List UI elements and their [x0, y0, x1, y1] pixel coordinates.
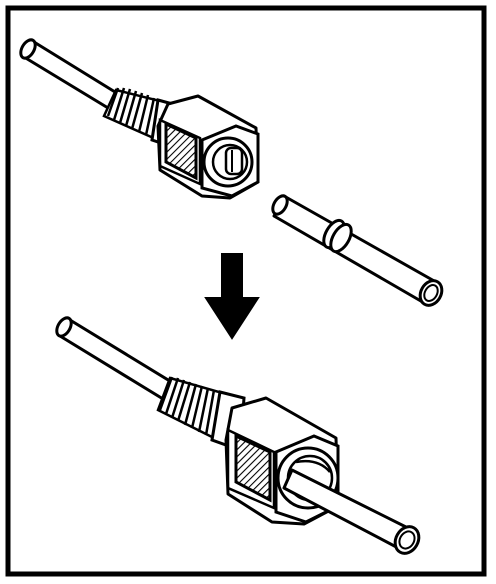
bottom-hose-end [55, 316, 73, 338]
bottom-latch-window [234, 433, 272, 503]
down-arrow-icon [204, 253, 260, 340]
top-hose-end [19, 38, 37, 60]
top-tube [271, 194, 444, 307]
top-latch-window [164, 121, 198, 181]
bottom-hose-assembly [55, 316, 421, 555]
bottom-inserted-tube [282, 459, 421, 555]
top-connector-body [156, 94, 260, 200]
top-hose-assembly [19, 38, 260, 200]
top-tube-bead [322, 218, 353, 254]
